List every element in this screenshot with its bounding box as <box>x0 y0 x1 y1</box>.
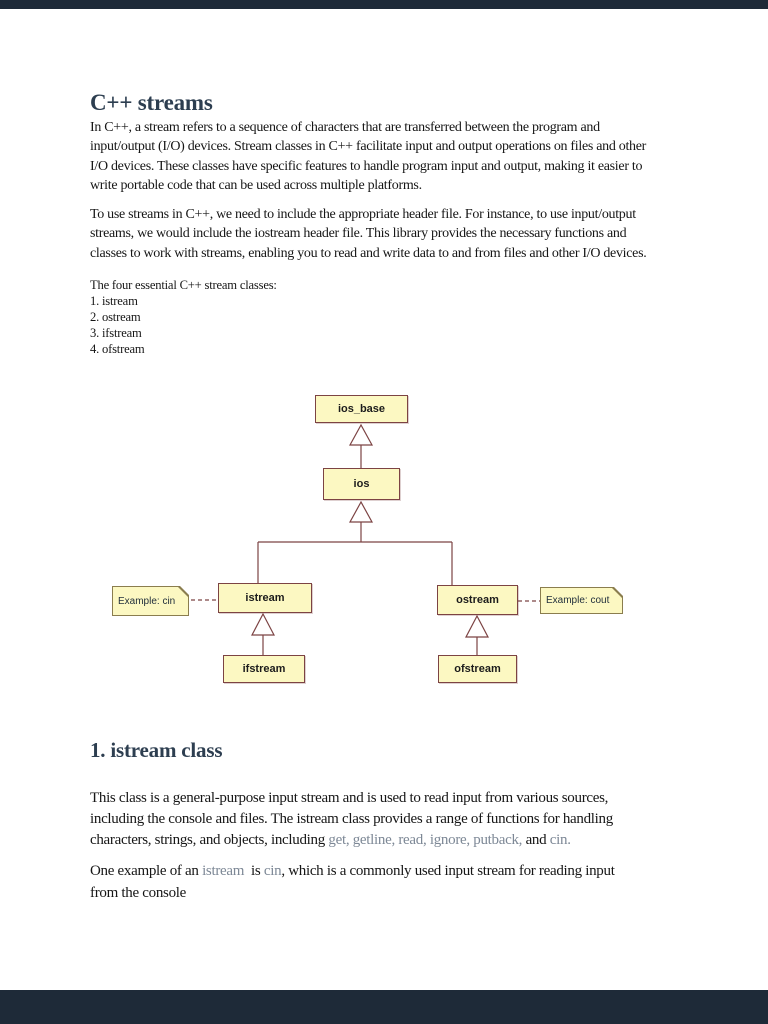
text-segment: , which is a commonly used input stream … <box>281 863 615 879</box>
keyword-cin: cin. <box>549 832 571 848</box>
intro-paragraph: In C++, a stream refers to a sequence of… <box>90 118 760 195</box>
list-item: 3. ifstream <box>90 325 142 340</box>
viewer-bottom-bar <box>0 990 768 1024</box>
inheritance-arrow-icon <box>348 500 374 523</box>
list-item: 2. ostream <box>90 309 141 324</box>
example-note-cin: Example: cin <box>112 586 189 616</box>
text-segment: and <box>522 832 550 848</box>
page-title: C++ streams <box>90 90 213 115</box>
istream-description-paragraph: This class is a general-purpose input st… <box>90 788 760 851</box>
text-segment: is <box>244 863 264 879</box>
paragraph-line: including the console and files. The ist… <box>90 811 613 827</box>
text-segment: characters, strings, and objects, includ… <box>90 832 329 848</box>
paragraph-line: streams, we would include the iostream h… <box>90 226 627 242</box>
class-node-ofstream: ofstream <box>438 655 517 683</box>
paragraph-line: characters, strings, and objects, includ… <box>90 830 760 851</box>
keyword-cin: cin <box>263 863 282 879</box>
class-node-ifstream: ifstream <box>223 655 305 683</box>
paragraph-line: classes to work with streams, enabling y… <box>90 245 647 261</box>
header-file-paragraph: To use streams in C++, we need to includ… <box>90 205 760 263</box>
keyword-functions: get, getline, read, ignore, putback, <box>328 832 523 848</box>
paragraph-line: To use streams in C++, we need to includ… <box>90 207 636 222</box>
list-item: 4. ofstream <box>90 341 145 356</box>
paragraph-line: I/O devices. These classes have specific… <box>90 158 643 174</box>
text-segment: One example of an <box>90 863 203 879</box>
example-note-cout: Example: cout <box>540 587 623 614</box>
list-intro: The four essential C++ stream classes: <box>90 278 277 292</box>
inheritance-arrow-icon <box>251 612 275 636</box>
diagram-connectors <box>191 423 540 655</box>
paragraph-line: One example of an istream is cin, which … <box>90 860 760 882</box>
paragraph-line: write portable code that can be used acr… <box>90 177 422 193</box>
inheritance-arrow-icon <box>465 614 489 638</box>
keyword-istream: istream <box>202 863 245 879</box>
stream-classes-list: The four essential C++ stream classes: 1… <box>90 278 277 358</box>
list-item: 1. istream <box>90 293 138 308</box>
paragraph-line: from the console <box>90 885 187 901</box>
viewer-top-bar <box>0 0 768 9</box>
class-node-ostream: ostream <box>437 585 518 615</box>
paragraph-line: input/output (I/O) devices. Stream class… <box>90 139 647 155</box>
class-node-ios: ios <box>323 468 400 500</box>
paragraph-line: In C++, a stream refers to a sequence of… <box>90 120 600 135</box>
class-hierarchy-diagram: ios_base ios istream ostream ifstream of… <box>0 390 768 690</box>
section-heading-istream: 1. istream class <box>90 738 223 762</box>
example-paragraph: One example of an istream is cin, which … <box>90 860 760 904</box>
inheritance-arrow-icon <box>348 423 374 446</box>
class-node-istream: istream <box>218 583 312 613</box>
paragraph-line: This class is a general-purpose input st… <box>90 790 609 806</box>
class-node-ios-base: ios_base <box>315 395 408 423</box>
